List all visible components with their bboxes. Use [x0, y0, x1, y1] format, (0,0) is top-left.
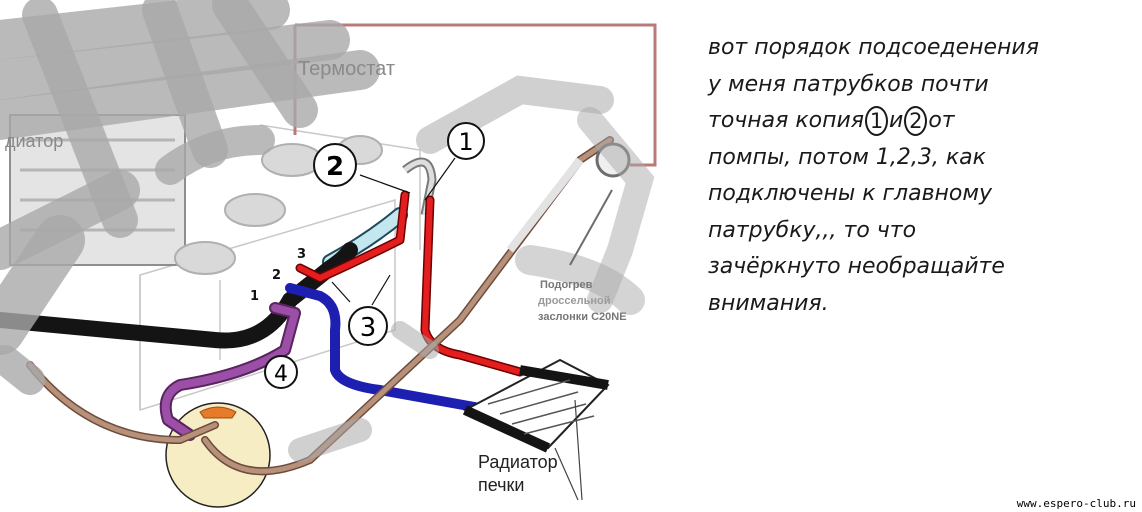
callout-3: 3	[348, 306, 388, 346]
scribble-overlay	[0, 0, 655, 462]
note-line-1: вот порядок подсоеденения	[708, 35, 1039, 60]
note-line-5: подключены к главному	[708, 181, 993, 206]
port-label-1: 1	[250, 289, 259, 304]
note-line-4: помпы, потом 1,2,3, как	[708, 144, 986, 170]
svg-text:печки: печки	[478, 475, 524, 495]
note-line-8: внимания.	[708, 290, 829, 316]
heater-radiator	[462, 358, 610, 501]
callout-1: 1	[447, 122, 485, 160]
engine-cooling-diagram: 1 2 3 4 1 2 3 Термостат диатор Подогрев …	[0, 0, 657, 508]
svg-text:Радиатор: Радиатор	[478, 452, 558, 472]
port-label-3: 3	[297, 247, 306, 262]
callout-4: 4	[264, 355, 298, 389]
svg-text:заслонки C20NE: заслонки C20NE	[538, 311, 627, 323]
svg-text:2: 2	[326, 152, 344, 182]
radiator-label: диатор	[5, 131, 63, 151]
explanation-note: вот порядок подсоеденения у меня патрубк…	[708, 30, 1133, 322]
port-label-2: 2	[272, 268, 281, 283]
svg-text:1: 1	[458, 128, 473, 156]
blue-hose	[285, 283, 485, 413]
note-line-3-end: от	[928, 108, 955, 133]
note-line-3-and: и	[889, 108, 904, 133]
heater-radiator-label: Радиатор печки	[478, 452, 558, 495]
callout-2: 2	[313, 143, 357, 187]
note-line-6: патрубку,,, то что	[708, 217, 917, 243]
note-circle-1: 1	[865, 106, 889, 136]
note-line-3-start: точная копия	[708, 108, 865, 133]
throttle-label: Подогрев дроссельной заслонки C20NE	[538, 279, 627, 323]
note-line-7: зачёркнуто необращайте	[708, 254, 1005, 279]
note-circle-2: 2	[904, 106, 928, 136]
main-black-hose	[0, 242, 358, 349]
svg-text:дроссельной: дроссельной	[538, 295, 611, 307]
svg-text:3: 3	[360, 313, 377, 343]
svg-text:Подогрев: Подогрев	[540, 279, 593, 291]
thermostat-label: Термостат	[298, 58, 395, 80]
watermark: www.espero-club.ru	[1016, 497, 1136, 510]
note-line-2: у меня патрубков почти	[708, 71, 989, 97]
svg-text:4: 4	[274, 362, 288, 387]
